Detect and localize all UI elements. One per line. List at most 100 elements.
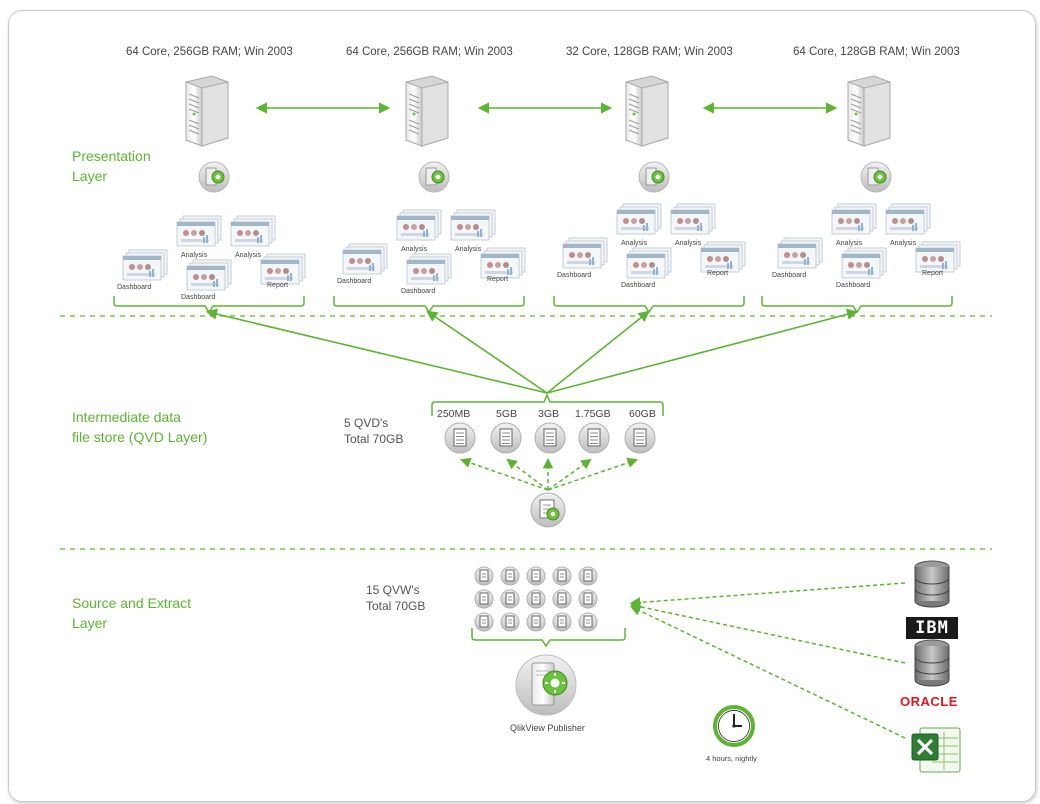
- qvd-summary: 5 QVD's Total 70GB: [344, 416, 404, 446]
- qvw-brace: [471, 628, 626, 648]
- app-thumbnail-icon: [616, 203, 662, 235]
- qlikview-server-badge-icon: [418, 161, 450, 193]
- qvw-file-icon: [552, 589, 572, 609]
- app-label-analysis: Analysis: [455, 246, 482, 253]
- cluster-brace: [333, 296, 525, 314]
- qvd-size-1: 250MB: [437, 408, 471, 420]
- app-thumbnail-icon: [122, 249, 168, 281]
- qvw-file-icon: [578, 612, 598, 632]
- qvd-size-4: 1.75GB: [575, 408, 611, 420]
- app-label-dashboard: Dashboard: [401, 288, 436, 295]
- qvw-file-icon: [474, 589, 494, 609]
- app-label-analysis: Analysis: [675, 240, 702, 247]
- generator-to-qvd-arrows: [460, 457, 638, 491]
- app-label-report: Report: [922, 270, 944, 277]
- presentation-layer-label: Presentation Layer: [72, 148, 151, 184]
- app-thumbnail-icon: [480, 247, 526, 279]
- qvd-file-icon: [444, 422, 476, 454]
- app-thumbnail-icon: [841, 247, 887, 279]
- qvw-file-icon: [526, 566, 546, 586]
- server-spec-1: 64 Core, 256GB RAM; Win 2003: [126, 46, 293, 58]
- app-thumbnail-icon: [626, 247, 672, 279]
- app-thumbnail-icon: [562, 237, 608, 269]
- qvw-file-icon: [526, 589, 546, 609]
- qvw-file-icon: [500, 612, 520, 632]
- server-icon: [625, 75, 669, 147]
- qvw-file-icon: [552, 566, 572, 586]
- source-layer-label: Source and Extract Layer: [72, 595, 192, 631]
- cluster-brace: [761, 296, 953, 314]
- app-label-dashboard: Dashboard: [772, 272, 807, 279]
- qvd-to-presentation-arrows: [205, 308, 859, 394]
- app-thumbnail-icon: [186, 259, 232, 291]
- app-label-analysis: Analysis: [890, 240, 917, 247]
- app-label-dashboard: Dashboard: [117, 284, 152, 291]
- database-icon-oracle: [914, 639, 950, 687]
- app-label-analysis: Analysis: [401, 246, 428, 253]
- qvd-file-icon: [490, 422, 522, 454]
- publisher-label: QlikView Publisher: [510, 723, 585, 733]
- qvd-size-2: 5GB: [496, 408, 518, 420]
- server-spec-3: 32 Core, 128GB RAM; Win 2003: [566, 46, 733, 58]
- app-thumbnail-icon: [777, 237, 823, 269]
- excel-icon: [911, 727, 961, 773]
- qvw-file-icon: [578, 566, 598, 586]
- qvd-generator-icon: [530, 492, 566, 528]
- server-icon: [847, 75, 891, 147]
- app-label-dashboard: Dashboard: [181, 294, 216, 301]
- oracle-logo: ORACLE: [900, 694, 958, 709]
- qvd-file-icon: [578, 422, 610, 454]
- app-thumbnail-icon: [396, 209, 442, 241]
- app-thumbnail-icon: [450, 209, 496, 241]
- database-icon-ibm: [914, 560, 950, 608]
- qvd-size-3: 3GB: [538, 408, 560, 420]
- app-thumbnail-icon: [915, 241, 961, 273]
- app-label-dashboard: Dashboard: [557, 272, 592, 279]
- intermediate-layer-label: Intermediate data file store (QVD Layer): [72, 409, 208, 445]
- app-thumbnail-icon: [176, 215, 222, 247]
- qvw-file-icon: [526, 612, 546, 632]
- app-label-analysis: Analysis: [621, 240, 648, 247]
- server-icon: [405, 75, 449, 147]
- app-thumbnail-icon: [260, 253, 306, 285]
- qvw-file-icon: [578, 589, 598, 609]
- app-label-dashboard: Dashboard: [337, 278, 372, 285]
- server-spec-4: 64 Core, 128GB RAM; Win 2003: [793, 46, 960, 58]
- qvw-file-icon: [500, 589, 520, 609]
- sources-to-qvw-arrows: [629, 582, 906, 739]
- server-icon: [185, 75, 229, 147]
- qvw-summary: 15 QVW's Total 70GB: [366, 583, 426, 613]
- qlikview-publisher-icon: [515, 654, 577, 716]
- server-spec-2: 64 Core, 256GB RAM; Win 2003: [346, 46, 513, 58]
- app-thumbnail-icon: [831, 203, 877, 235]
- qvd-brace: [431, 393, 664, 416]
- app-label-analysis: Analysis: [235, 252, 262, 259]
- cluster-brace: [553, 296, 745, 314]
- qvd-file-icon: [624, 422, 656, 454]
- app-label-report: Report: [267, 282, 289, 289]
- qvd-file-icon: [534, 422, 566, 454]
- qvd-size-5: 60GB: [629, 408, 656, 420]
- qvw-file-icon: [552, 612, 572, 632]
- app-label-report: Report: [707, 270, 729, 277]
- clock-icon: [713, 705, 755, 747]
- app-thumbnail-icon: [406, 253, 452, 285]
- app-thumbnail-icon: [885, 203, 931, 235]
- app-label-analysis: Analysis: [836, 240, 863, 247]
- qlikview-server-badge-icon: [198, 161, 230, 193]
- app-thumbnail-icon: [700, 241, 746, 273]
- app-thumbnail-icon: [342, 243, 388, 275]
- app-label-report: Report: [487, 276, 509, 283]
- app-label-analysis: Analysis: [181, 252, 208, 259]
- ibm-logo: IBM: [906, 617, 958, 639]
- qvw-file-icon: [474, 566, 494, 586]
- qlikview-server-badge-icon: [638, 161, 670, 193]
- app-thumbnail-icon: [670, 203, 716, 235]
- schedule-label: 4 hours, nightly: [706, 754, 757, 763]
- qvw-file-icon: [500, 566, 520, 586]
- app-label-dashboard: Dashboard: [621, 282, 656, 289]
- qvw-file-icon: [474, 612, 494, 632]
- qlikview-server-badge-icon: [860, 161, 892, 193]
- app-thumbnail-icon: [230, 215, 276, 247]
